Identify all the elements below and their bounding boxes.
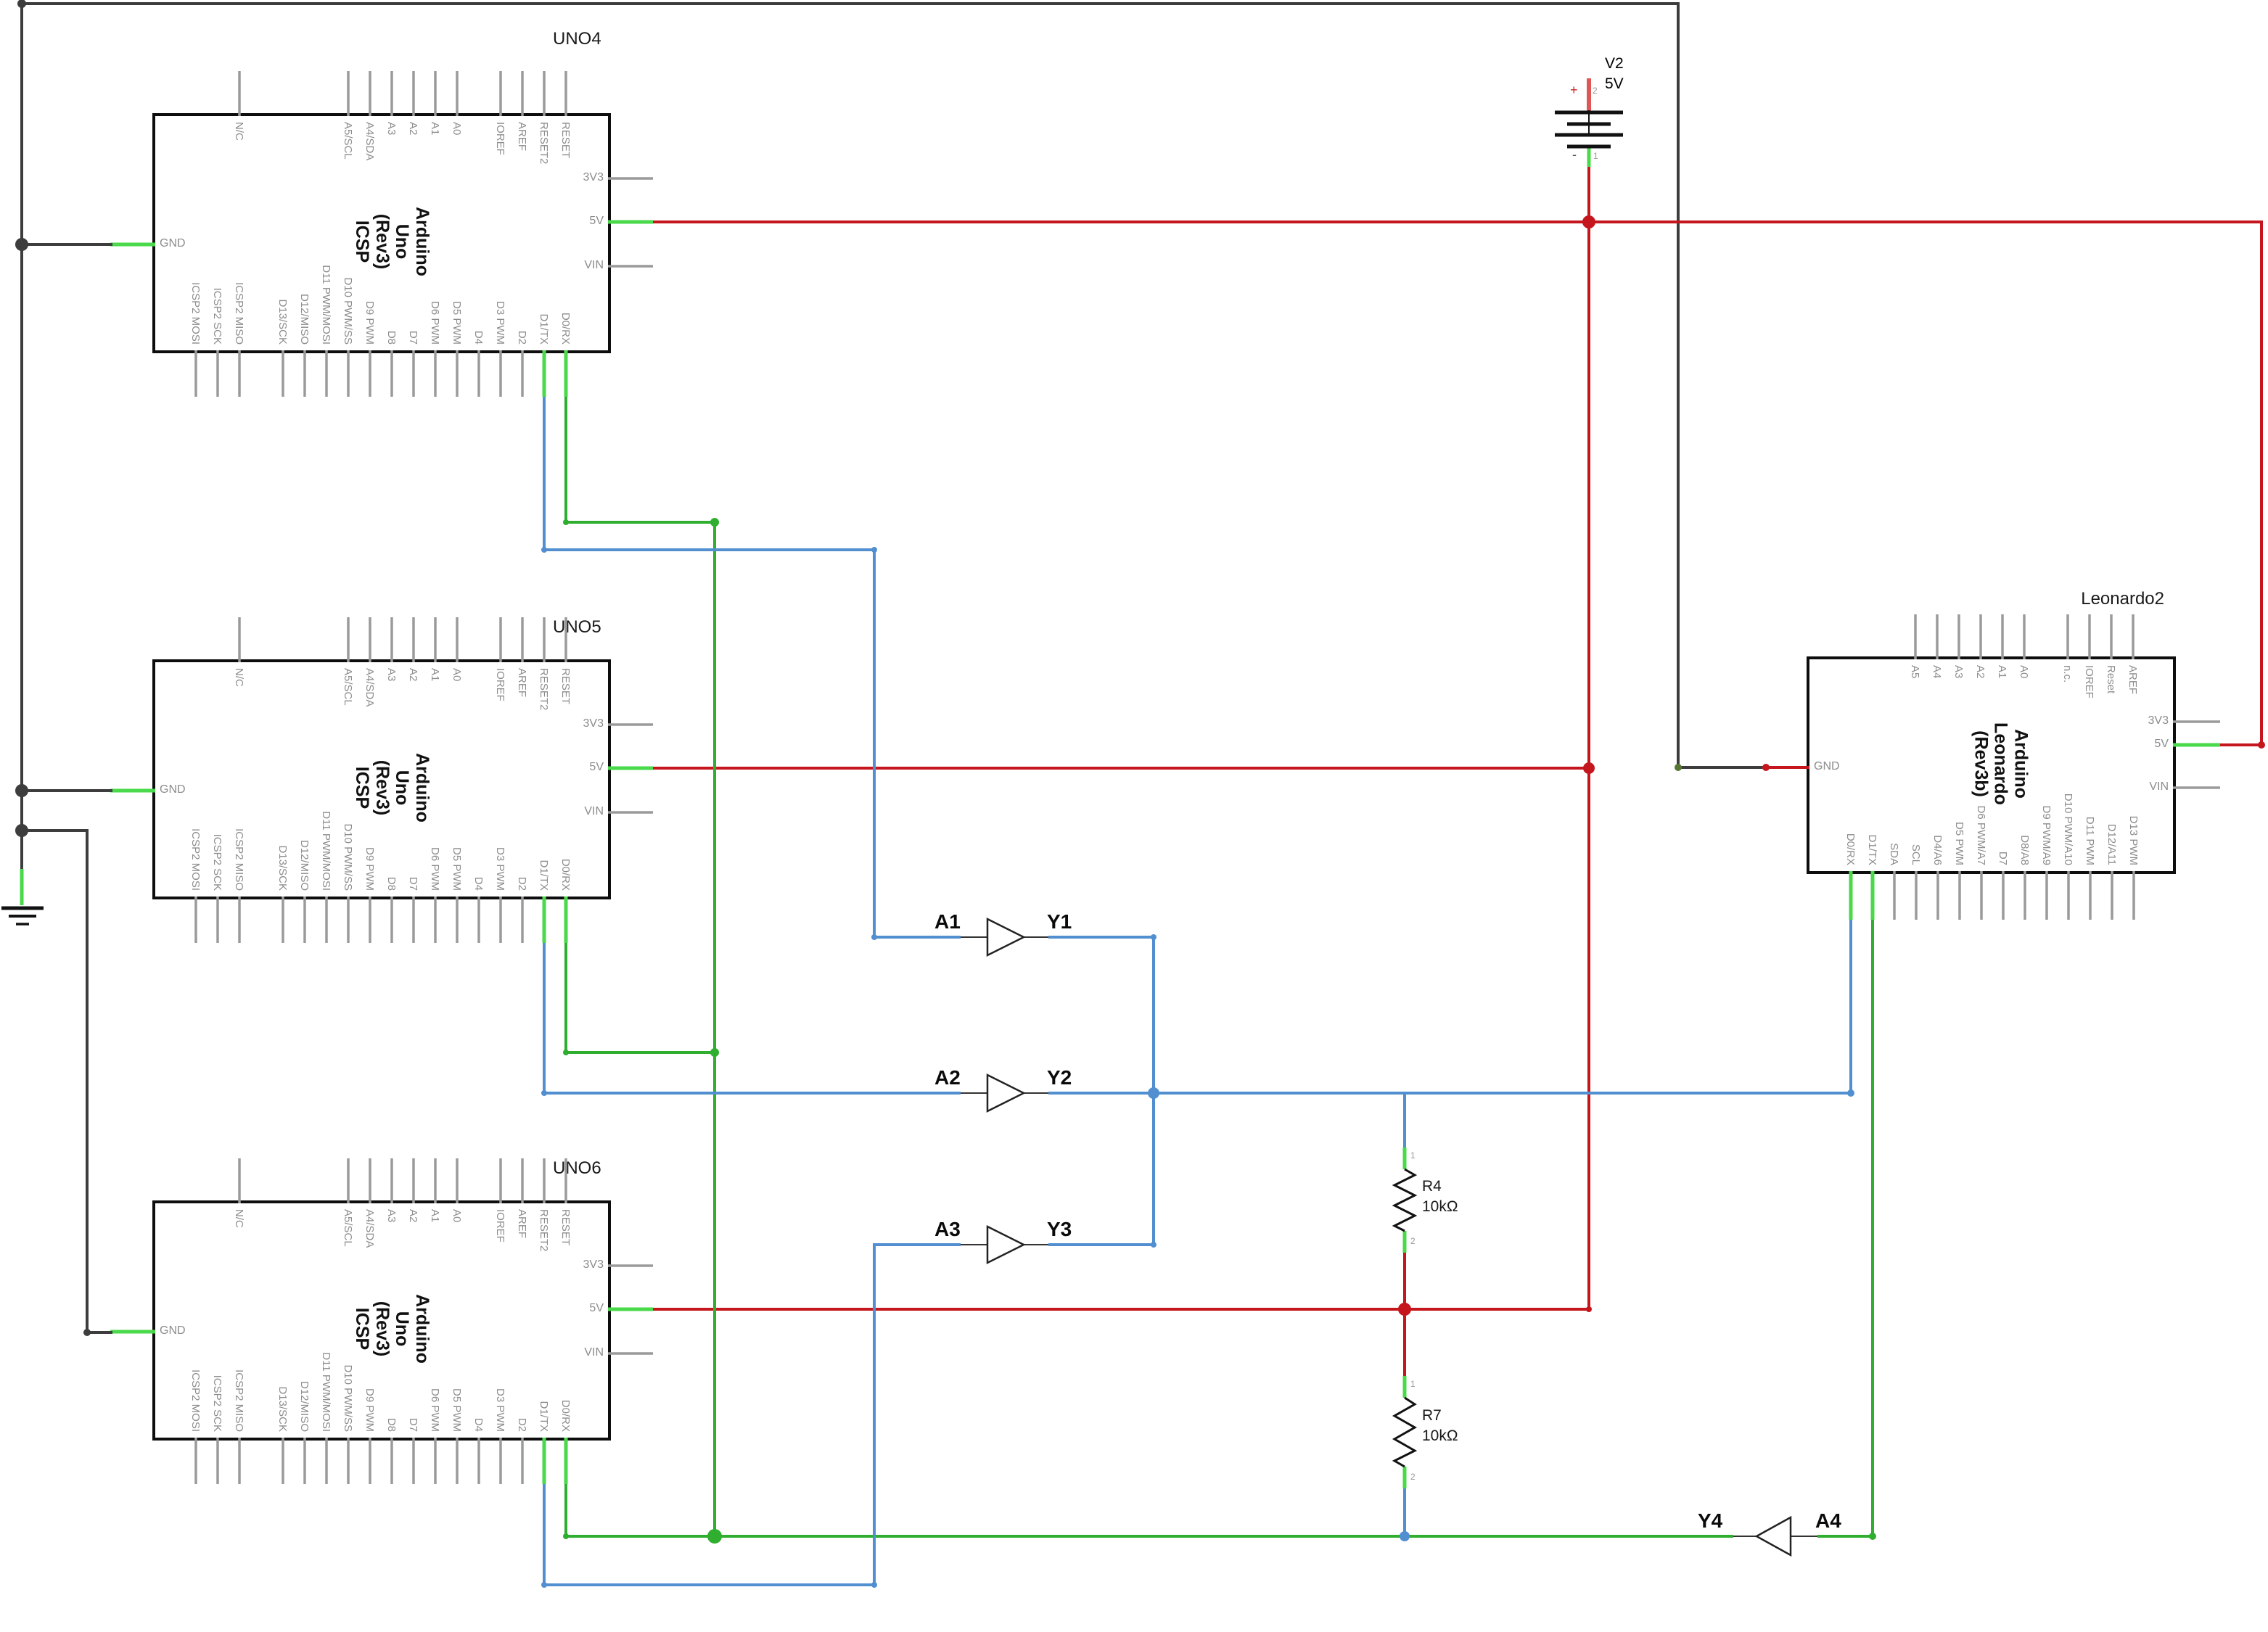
wire-gnd-top-route[interactable] xyxy=(22,2,1766,769)
resistor-r7-zigzag[interactable] xyxy=(1392,1396,1418,1468)
battery-plus-sign: + xyxy=(1570,83,1578,97)
pin-label-left: GND xyxy=(160,1324,186,1337)
wire-tx-uno5-to-a2[interactable] xyxy=(543,943,961,1095)
pin-label-right: 5V xyxy=(2154,738,2169,750)
battery-minus-pin-number: 1 xyxy=(1593,151,1598,161)
pin-label-right: 3V3 xyxy=(583,171,604,184)
battery-v2-label: V2 5V xyxy=(1605,55,1624,92)
buffer2-input-label: A2 xyxy=(934,1066,961,1089)
wire-5v-main[interactable] xyxy=(653,221,2263,746)
buffer3-triangle[interactable] xyxy=(986,1224,1026,1265)
pin-label-left: GND xyxy=(160,237,186,250)
pin-label-right: VIN xyxy=(2149,780,2169,793)
board-uno4[interactable] xyxy=(152,113,611,353)
pin-label-right: VIN xyxy=(584,1346,604,1359)
buffer4-triangle[interactable] xyxy=(1754,1515,1792,1557)
wire-gnd-uno6[interactable] xyxy=(22,829,112,1334)
pin-label-right: 3V3 xyxy=(2148,714,2169,727)
buffer2-output-label: Y2 xyxy=(1047,1066,1072,1089)
buffer1-triangle[interactable] xyxy=(986,917,1026,957)
resistor-r4-zigzag[interactable] xyxy=(1392,1168,1418,1232)
pin-label-right: 5V xyxy=(589,1302,604,1314)
battery-v2-symbol[interactable] xyxy=(1555,110,1623,149)
wire-tx-uno6-to-a3[interactable] xyxy=(543,1243,961,1586)
pin-label-right: VIN xyxy=(584,259,604,271)
wire-tx-uno4-to-a1[interactable] xyxy=(543,397,961,939)
board-title-leonardo2: Leonardo2 xyxy=(2081,589,2164,609)
board-uno5[interactable] xyxy=(152,659,611,899)
buffer4-input-label: A4 xyxy=(1815,1509,1841,1532)
wire-rx-uno5[interactable] xyxy=(564,943,715,1054)
buffer3-input-label: A3 xyxy=(934,1218,961,1240)
pin-label-right: 5V xyxy=(589,761,604,773)
wire-rx-uno6[interactable] xyxy=(564,1484,715,1538)
battery-minus-sign: - xyxy=(1572,147,1577,162)
board-leonardo2[interactable] xyxy=(1807,656,2176,874)
board-uno6[interactable] xyxy=(152,1200,611,1441)
board-title-uno6: UNO6 xyxy=(553,1158,601,1178)
r7-pin2-number: 2 xyxy=(1410,1472,1416,1482)
battery-plus-pin-number: 2 xyxy=(1593,86,1598,96)
buffer1-input-label: A1 xyxy=(934,910,961,933)
pin-label-right: VIN xyxy=(584,805,604,817)
r7-pin1-number: 1 xyxy=(1410,1379,1416,1389)
pin-label-right: 5V xyxy=(589,215,604,227)
wire-tx-leonardo[interactable] xyxy=(1817,920,1874,1538)
buffer4-output-label: Y4 xyxy=(1698,1509,1723,1532)
pin-label-left: GND xyxy=(160,783,186,796)
r4-pin2-number: 2 xyxy=(1410,1236,1416,1246)
resistor-r7-label: R7 10kΩ xyxy=(1422,1407,1458,1444)
wire-rx-uno4[interactable] xyxy=(564,397,715,524)
resistor-r4-label: R4 10kΩ xyxy=(1422,1178,1458,1215)
wire-y2-to-leonardo-rx[interactable] xyxy=(1048,920,1852,1095)
buffer1-output-label: Y1 xyxy=(1047,910,1072,933)
pin-label-right: 3V3 xyxy=(583,717,604,730)
buffer2-triangle[interactable] xyxy=(986,1073,1026,1113)
buffer3-output-label: Y3 xyxy=(1047,1218,1072,1240)
board-title-uno4: UNO4 xyxy=(553,29,601,49)
pin-label-right: 3V3 xyxy=(583,1258,604,1271)
r4-pin1-number: 1 xyxy=(1410,1150,1416,1161)
earth-ground-symbol[interactable] xyxy=(1,869,44,926)
pin-label-left: GND xyxy=(1814,760,1840,772)
board-title-uno5: UNO5 xyxy=(553,617,601,637)
